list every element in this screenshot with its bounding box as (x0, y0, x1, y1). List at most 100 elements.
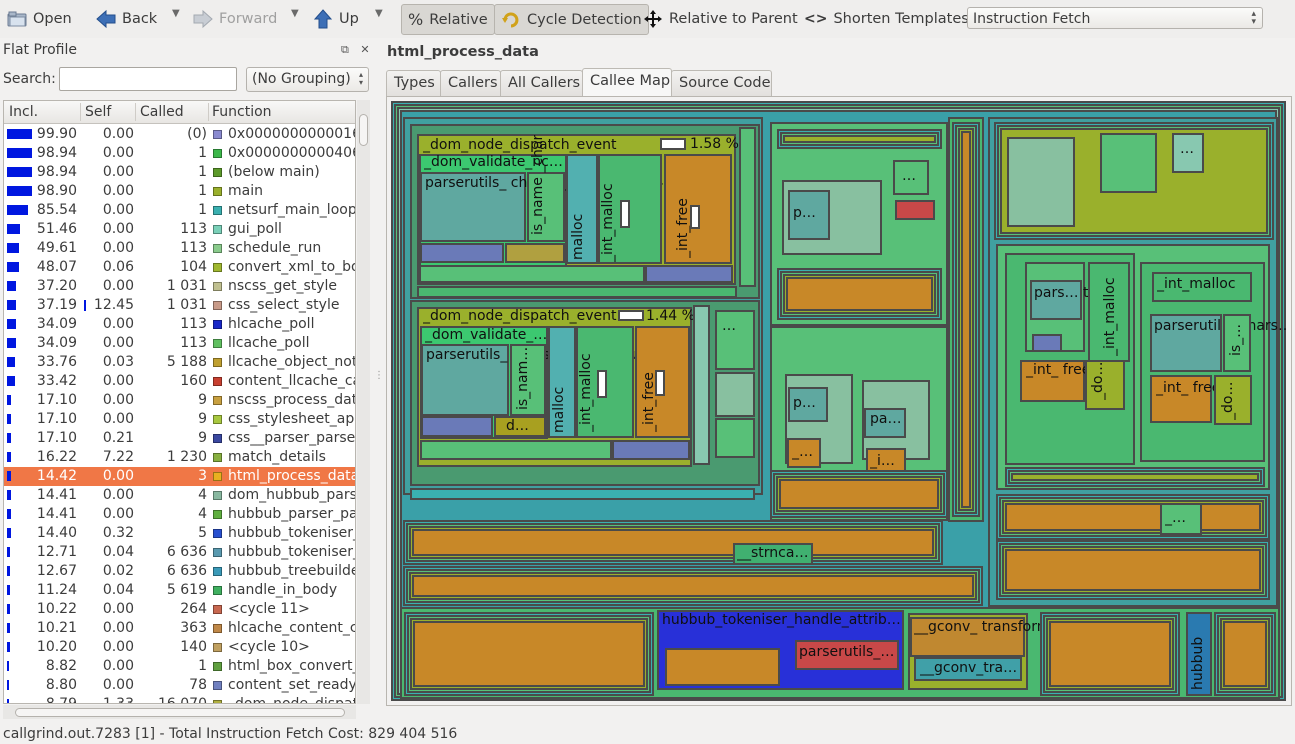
treemap-cell-underscore[interactable] (787, 438, 821, 468)
treemap-cell-do-3[interactable] (1085, 360, 1125, 410)
column-called[interactable]: Called (140, 104, 184, 120)
treemap-cell[interactable] (645, 265, 733, 283)
treemap-cell-hubbub[interactable] (1186, 612, 1212, 696)
column-self[interactable]: Self (85, 104, 112, 120)
treemap-percent-bar[interactable] (618, 310, 644, 321)
treemap-nested-cell[interactable] (1011, 473, 1259, 481)
treemap-cell[interactable] (665, 648, 780, 686)
tab-types[interactable]: Types (386, 70, 441, 96)
treemap-nested-cell[interactable] (779, 479, 939, 509)
close-icon[interactable]: ✕ (360, 43, 370, 56)
treemap-cell[interactable] (715, 418, 755, 458)
relative-to-parent-toggle[interactable]: Relative to Parent (643, 5, 798, 32)
treemap-nested-cell[interactable] (410, 488, 755, 500)
treemap-cell-do-4[interactable] (1214, 375, 1252, 425)
up-button[interactable]: Up (313, 5, 359, 32)
treemap-cell-is-name-char-1[interactable] (527, 172, 565, 242)
treemap-cell[interactable] (1032, 334, 1062, 352)
treemap-cell-int-malloc-4[interactable] (1152, 272, 1252, 302)
treemap-cell[interactable] (420, 243, 504, 263)
treemap-nested-cell[interactable] (413, 621, 645, 687)
grouping-select[interactable]: (No Grouping) ▴▾ (246, 67, 369, 92)
treemap-cell-int-malloc-1[interactable] (598, 154, 662, 264)
up-dropdown-icon[interactable]: ▼ (375, 8, 383, 19)
treemap-cell-p[interactable] (788, 387, 828, 422)
treemap-nested-cell[interactable] (1005, 549, 1261, 591)
table-row[interactable]: 16.227.221 230 058match_details (4, 448, 355, 484)
treemap-cell[interactable] (612, 440, 690, 460)
open-button[interactable]: Open (7, 5, 72, 32)
treemap-cell-p[interactable] (788, 190, 830, 240)
treemap-cell-pars-tils[interactable] (1030, 280, 1082, 320)
treemap-cell-parserutils-2[interactable] (421, 344, 509, 416)
treemap-cell-int-malloc-3[interactable] (1088, 262, 1130, 362)
tab-callers[interactable]: Callers (440, 70, 501, 96)
event-type-select[interactable]: Instruction Fetch ▴▾ (967, 7, 1263, 29)
treemap-cell[interactable] (1100, 133, 1157, 193)
vertical-scrollbar[interactable] (357, 100, 370, 704)
column-separator[interactable] (208, 103, 209, 121)
treemap-cell[interactable] (1007, 137, 1075, 227)
treemap-cell-strncat[interactable] (733, 543, 813, 565)
treemap-cell[interactable] (1172, 133, 1204, 173)
treemap-percent-bar[interactable] (655, 370, 665, 396)
treemap-cell-gconv-transform[interactable] (910, 617, 1025, 657)
treemap-cell-malloc-1[interactable] (566, 154, 598, 264)
treemap-nested-cell[interactable] (1005, 503, 1261, 531)
treemap-cell-pa[interactable] (864, 408, 906, 438)
treemap-cell[interactable] (505, 243, 565, 263)
treemap-cell-int-free-3[interactable] (1020, 360, 1085, 402)
treemap-cell-parserutils-5[interactable] (795, 640, 899, 670)
treemap-cell[interactable] (715, 310, 755, 370)
treemap-cell-int-free-2[interactable] (635, 326, 690, 438)
treemap-cell[interactable] (419, 265, 645, 283)
horizontal-scrollbar[interactable] (3, 705, 356, 719)
treemap-cell[interactable] (693, 305, 710, 465)
forward-button[interactable]: Forward (193, 5, 277, 32)
treemap-cell-d[interactable] (494, 416, 546, 437)
float-icon[interactable]: ⧉ (341, 43, 349, 56)
treemap-cell-gconv-tra[interactable] (914, 657, 1022, 681)
treemap-cell[interactable] (893, 160, 929, 195)
treemap-cell-int-free-4[interactable] (1150, 375, 1212, 423)
treemap-cell[interactable] (417, 286, 737, 298)
treemap-percent-bar[interactable] (597, 370, 607, 398)
column-incl[interactable]: Incl. (9, 104, 39, 120)
treemap-cell[interactable] (421, 416, 493, 437)
tab-all-callers[interactable]: All Callers (500, 70, 583, 96)
scroll-thumb[interactable] (15, 708, 345, 717)
treemap-nested-cell[interactable] (783, 135, 936, 143)
cycle-detection-toggle[interactable]: Cycle Detection (494, 4, 649, 35)
tab-callee-map[interactable]: Callee Map (582, 68, 672, 96)
treemap-cell-malloc-2[interactable] (548, 326, 576, 438)
treemap-cell[interactable] (715, 372, 755, 417)
treemap-nested-cell[interactable] (786, 277, 933, 311)
treemap-cell[interactable] (420, 440, 612, 460)
splitter-handle[interactable]: ⋮ (374, 370, 384, 381)
treemap-cell[interactable] (1160, 503, 1202, 535)
back-dropdown-icon[interactable]: ▼ (172, 8, 180, 19)
column-function[interactable]: Function (212, 104, 272, 120)
treemap-cell[interactable] (739, 127, 756, 287)
